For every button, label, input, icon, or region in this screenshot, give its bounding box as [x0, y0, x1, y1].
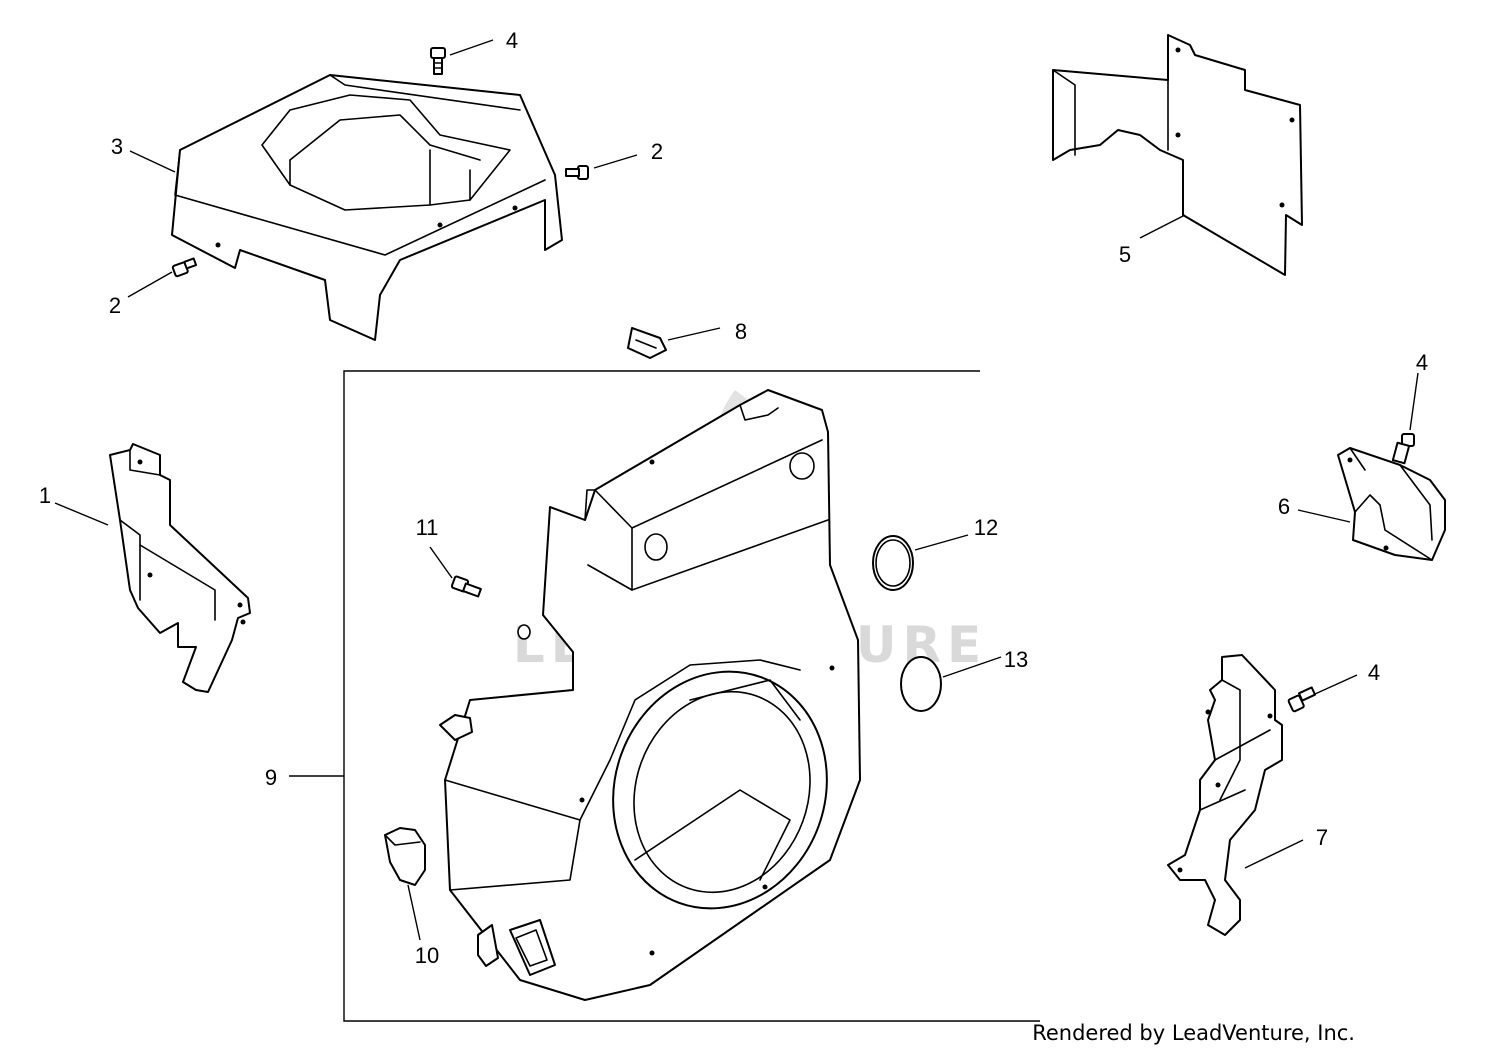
callout-9: 9 — [265, 765, 277, 790]
part-4-bolt-top — [430, 47, 446, 75]
part-13-disc — [900, 656, 942, 712]
part-8-grommet — [627, 327, 667, 359]
part-4-bolt-right-upper — [1391, 433, 1415, 465]
part-11-screw — [450, 575, 482, 598]
part-10-plug — [384, 827, 426, 886]
assembly-frame — [343, 370, 1040, 1022]
leader-lines — [54, 39, 1419, 941]
callout-12: 12 — [974, 515, 998, 540]
callout-13: 13 — [1004, 647, 1028, 672]
part-2-bolt-right — [565, 165, 589, 180]
callout-5: 5 — [1119, 242, 1131, 267]
part-5-shield — [1052, 34, 1303, 276]
part-9-blower-housing — [439, 389, 861, 1001]
callout-1: 1 — [39, 483, 51, 508]
callout-6: 6 — [1278, 494, 1290, 519]
credit-text: Rendered by LeadVenture, Inc. — [1032, 1021, 1355, 1045]
part-4-bolt-right-lower — [1287, 686, 1317, 713]
part-12-disc-rim — [875, 539, 911, 587]
callout-7: 7 — [1316, 825, 1328, 850]
part-1-baffle — [109, 443, 251, 693]
callout-4-right-upper: 4 — [1416, 350, 1428, 375]
part-6-bracket — [1337, 447, 1446, 561]
callout-10: 10 — [415, 943, 439, 968]
callout-11: 11 — [416, 515, 439, 540]
part-12-disc — [872, 535, 914, 591]
callout-3: 3 — [111, 134, 123, 159]
callout-8: 8 — [735, 319, 747, 344]
callout-2-right: 2 — [651, 139, 663, 164]
callout-4-right-lower: 4 — [1368, 660, 1380, 685]
callouts: 1 2 2 3 4 4 4 5 6 7 8 9 10 11 12 13 — [39, 28, 1428, 968]
callout-4-top: 4 — [506, 28, 518, 53]
part-3-top-shroud — [171, 74, 563, 341]
part-2-bolt-left — [171, 257, 198, 278]
callout-2-left: 2 — [109, 293, 121, 318]
part-7-bracket — [1167, 654, 1283, 936]
